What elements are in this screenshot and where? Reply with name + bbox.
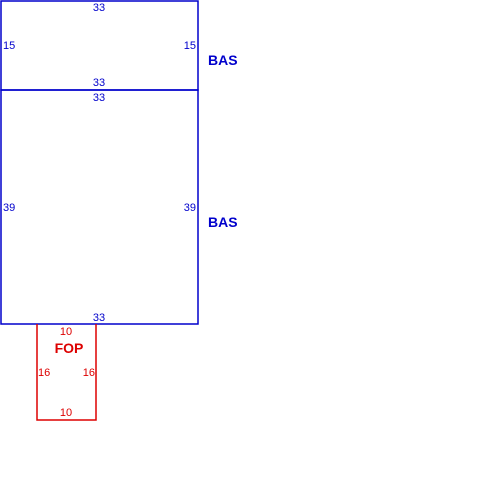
- bas-lower-outline: [0, 89, 199, 325]
- bas-upper-top-dimension: 33: [93, 2, 105, 14]
- bas-upper-label: BAS: [208, 52, 238, 68]
- fop-left-dimension: 16: [38, 367, 50, 379]
- bas-upper-bottom-dimension: 33: [93, 77, 105, 89]
- bas-lower-label: BAS: [208, 214, 238, 230]
- bas-lower-bottom-dimension: 33: [93, 312, 105, 324]
- bas-lower-right-dimension: 39: [184, 202, 196, 214]
- bas-upper-section: 33 33 15 15 BAS: [0, 0, 238, 91]
- bas-upper-left-dimension: 15: [3, 40, 15, 52]
- bas-lower-section: 33 33 39 39 BAS: [0, 89, 238, 325]
- fop-top-dimension: 10: [60, 326, 72, 338]
- fop-bottom-dimension: 10: [60, 407, 72, 419]
- fop-section: 10 10 16 16 FOP: [36, 324, 97, 421]
- bas-upper-right-dimension: 15: [184, 40, 196, 52]
- bas-lower-left-dimension: 39: [3, 202, 15, 214]
- fop-label: FOP: [55, 340, 84, 356]
- bas-lower-top-dimension: 33: [93, 92, 105, 104]
- fop-outline: [36, 324, 97, 421]
- fop-right-dimension: 16: [83, 367, 95, 379]
